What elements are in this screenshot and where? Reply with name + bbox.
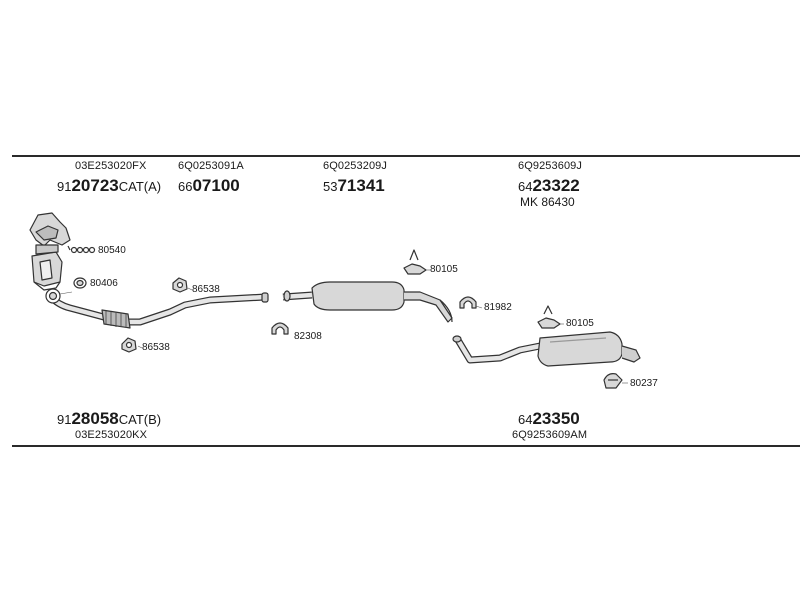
- callout-gasket: 80540: [98, 245, 126, 256]
- rear-silencer-icon: [452, 331, 641, 367]
- middle-silencer-icon: [282, 281, 453, 323]
- part-number: 9120723CAT(A): [57, 176, 162, 195]
- mounting-kit-number: MK 86430: [520, 195, 575, 209]
- part-number: 6607100: [178, 176, 240, 195]
- oe-number: 6Q9253609AM: [512, 429, 588, 441]
- callout-rubber-mount: 80237: [630, 378, 658, 389]
- oe-number: 6Q0253091A: [178, 160, 244, 172]
- clamp-icon: [121, 337, 137, 353]
- rubber-mount-icon: [403, 249, 427, 275]
- catalytic-converter-icon: [29, 212, 71, 291]
- part-number: 5371341: [323, 176, 385, 195]
- callout-rubber-mount: 80105: [430, 264, 458, 275]
- rubber-mount-icon: [603, 373, 623, 389]
- callout-clamp: 81982: [484, 302, 512, 313]
- oe-number: 6Q0253209J: [323, 160, 387, 172]
- hanger-icon: [271, 322, 289, 335]
- bottom-divider-line: [12, 445, 800, 447]
- callout-clamp: 86538: [192, 284, 220, 295]
- clamp-icon: [172, 277, 188, 293]
- part-number: 6423350: [518, 409, 580, 428]
- rubber-mount-icon: [537, 305, 561, 329]
- part-number: 6423322: [518, 176, 580, 195]
- oe-number: 03E253020KX: [75, 429, 148, 441]
- top-divider-line: [12, 155, 800, 157]
- oe-number: 03E253020FX: [75, 160, 147, 172]
- oe-number: 6Q9253609J: [518, 160, 582, 172]
- callout-rubber-mount: 80105: [566, 318, 594, 329]
- callout-gasket-flange: 80406: [90, 278, 118, 289]
- clamp-icon: [459, 296, 477, 309]
- front-pipe-icon: [45, 288, 269, 329]
- callout-clamp: 86538: [142, 342, 170, 353]
- gasket-icon: [67, 245, 96, 254]
- gasket-icon: [73, 277, 87, 289]
- part-number: 9128058CAT(B): [57, 409, 162, 428]
- callout-hanger: 82308: [294, 331, 322, 342]
